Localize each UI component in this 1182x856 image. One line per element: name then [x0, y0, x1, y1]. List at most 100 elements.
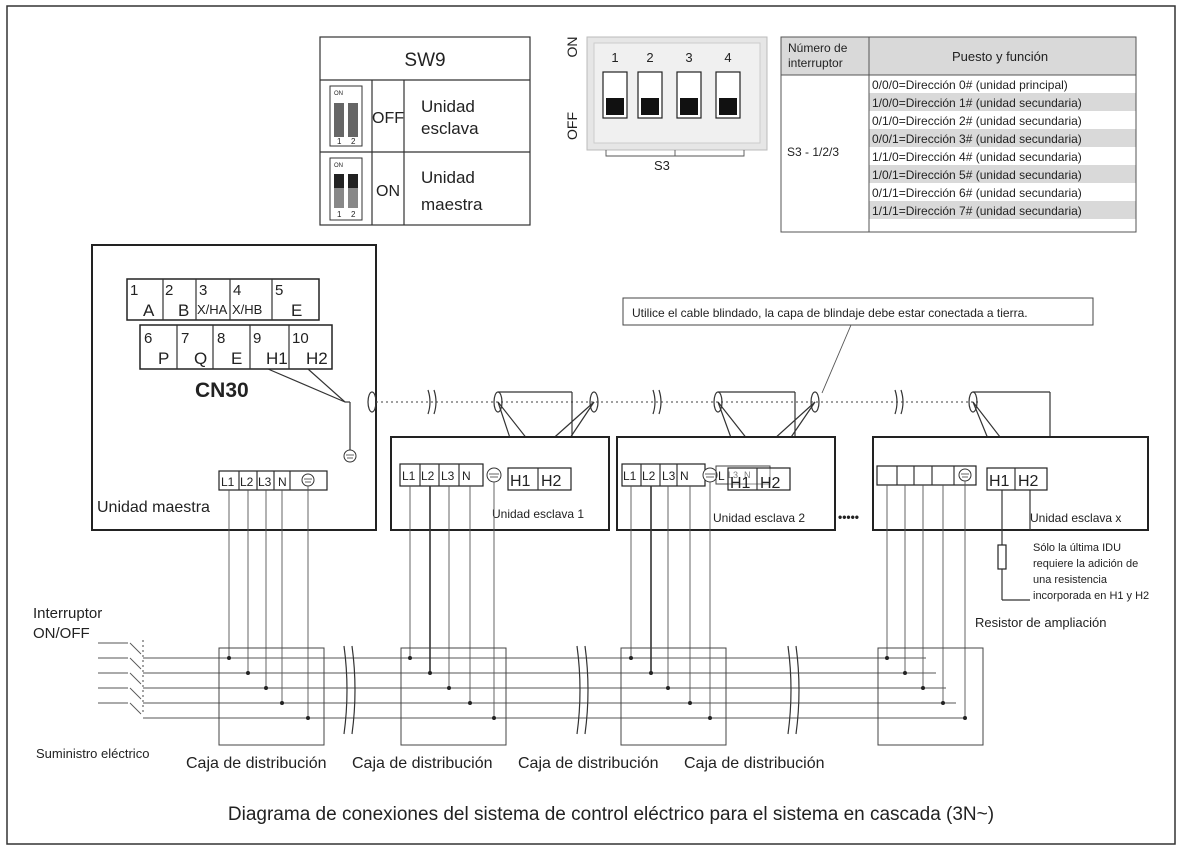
table-row: 0/1/1=Dirección 6# (unidad secundaria)	[872, 186, 1082, 200]
svg-text:2: 2	[351, 137, 356, 146]
svg-text:Q: Q	[194, 349, 207, 368]
svg-text:ON: ON	[334, 91, 343, 97]
distribution-box	[877, 647, 984, 746]
ellipsis-more-units: •••••	[838, 510, 859, 524]
svg-text:N: N	[462, 469, 471, 483]
distribution-box-label: Caja de distribución	[518, 755, 659, 772]
switch-label-line1: Interruptor	[33, 605, 102, 622]
s3-name: S3	[654, 158, 670, 173]
s3-off-label: OFF	[564, 112, 580, 140]
table-row: 1/1/0=Dirección 4# (unidad secundaria)	[872, 150, 1082, 164]
s3-dip-switch: ON OFF 1 2 3 4 S3	[564, 36, 768, 173]
sw9-table: SW9 ON 1 2 OFF Unidad esclava ON 1 2 ON …	[319, 36, 531, 226]
svg-text:9: 9	[253, 330, 261, 347]
svg-text:L3: L3	[728, 470, 738, 480]
table-row: 0/1/0=Dirección 2# (unidad secundaria)	[872, 114, 1082, 128]
svg-text:L1: L1	[221, 475, 235, 489]
svg-text:L3: L3	[662, 469, 676, 483]
slave-unit-1: L1 L2 L3 N H1 H2 Unidad esclava 1	[390, 391, 610, 531]
svg-text:H1: H1	[266, 349, 288, 368]
svg-text:7: 7	[181, 330, 189, 347]
slave-unit-2-label: Unidad esclava 2	[713, 511, 805, 525]
svg-text:3: 3	[199, 282, 207, 299]
sw9-row2-desc-line2: maestra	[421, 195, 483, 214]
svg-text:4: 4	[233, 282, 241, 299]
svg-text:Sólo la última IDU: Sólo la última IDU	[1033, 542, 1121, 554]
sw9-row2-desc-line1: Unidad	[421, 168, 475, 187]
termination-resistor-icon	[997, 490, 1031, 601]
svg-text:B: B	[178, 301, 189, 320]
sw9-title: SW9	[404, 50, 445, 71]
svg-text:E: E	[291, 301, 302, 320]
svg-text:N: N	[744, 470, 751, 480]
outer-frame	[6, 5, 1176, 845]
svg-text:6: 6	[144, 330, 152, 347]
svg-text:2: 2	[165, 282, 173, 299]
svg-text:H1: H1	[510, 473, 531, 490]
svg-text:Utilice el cable blindado, la: Utilice el cable blindado, la capa de bl…	[632, 306, 1028, 320]
cn30-terminal-block: 1 A 2 B 3 X/HA 4 X/HB 5 E 6 P 7 Q 8 E 9 …	[126, 278, 333, 370]
master-unit-label: Unidad maestra	[97, 499, 210, 516]
svg-text:2: 2	[351, 210, 356, 219]
svg-text:10: 10	[292, 330, 309, 347]
function-table: Número de interruptor Puesto y función S…	[780, 36, 1137, 233]
svg-text:4: 4	[724, 50, 731, 65]
s3-switch-3: 3	[676, 50, 702, 119]
switch-icon	[129, 640, 144, 715]
svg-text:una resistencia: una resistencia	[1033, 574, 1108, 586]
distribution-box-label: Caja de distribución	[352, 755, 493, 772]
s3-switch-4: 4	[715, 50, 741, 119]
distribution-box	[218, 647, 325, 746]
svg-text:X/HB: X/HB	[232, 302, 262, 317]
slave-unit-x: H1 H2 Unidad esclava x	[872, 391, 1149, 601]
svg-text:H2: H2	[541, 473, 562, 490]
table-row: 0/0/1=Dirección 3# (unidad secundaria)	[872, 132, 1082, 146]
svg-text:L1: L1	[402, 469, 416, 483]
sw9-row1-desc-line1: Unidad	[421, 97, 475, 116]
s3-on-label: ON	[564, 37, 580, 58]
svg-text:2: 2	[646, 50, 653, 65]
svg-text:H2: H2	[760, 475, 781, 492]
svg-text:5: 5	[275, 282, 283, 299]
master-unit: 1 A 2 B 3 X/HA 4 X/HB 5 E 6 P 7 Q 8 E 9 …	[91, 244, 377, 531]
distribution-box-label: Caja de distribución	[186, 755, 327, 772]
table-header-col2: Puesto y función	[952, 49, 1048, 64]
svg-text:8: 8	[217, 330, 225, 347]
ground-icon	[958, 468, 972, 482]
svg-text:H1: H1	[730, 475, 751, 492]
resistor-label: Resistor de ampliación	[975, 615, 1107, 630]
svg-text:H1: H1	[989, 473, 1010, 490]
diagram-caption: Diagrama de conexiones del sistema de co…	[228, 804, 994, 825]
slave-unit-2: L1 L2 L3 N L L3 N H1 H2 Unidad esclava 2	[616, 391, 836, 531]
svg-text:3: 3	[685, 50, 692, 65]
distribution-box	[620, 647, 727, 746]
s3-switch-2: 2	[637, 50, 663, 119]
ground-icon	[343, 449, 357, 463]
svg-text:incorporada en H1 y H2: incorporada en H1 y H2	[1033, 590, 1149, 602]
svg-text:requiere la adición de: requiere la adición de	[1033, 558, 1138, 570]
svg-text:A: A	[143, 301, 155, 320]
svg-text:1: 1	[130, 282, 138, 299]
svg-text:X/HA: X/HA	[197, 302, 228, 317]
ground-icon	[486, 467, 502, 483]
slave-unit-1-label: Unidad esclava 1	[492, 507, 584, 521]
svg-text:N: N	[680, 469, 689, 483]
sw9-row1-desc-line2: esclava	[421, 119, 479, 138]
svg-text:L2: L2	[642, 469, 656, 483]
svg-text:L2: L2	[421, 469, 435, 483]
switch-label-line2: ON/OFF	[33, 625, 90, 642]
svg-text:P: P	[158, 349, 169, 368]
distribution-box	[400, 647, 507, 746]
svg-text:H2: H2	[306, 349, 328, 368]
sw9-row1-state: OFF	[372, 110, 404, 127]
sw9-row2-state: ON	[376, 183, 400, 200]
svg-text:N: N	[278, 475, 287, 489]
table-row: 0/0/0=Dirección 0# (unidad principal)	[872, 78, 1068, 92]
table-row: 1/0/0=Dirección 1# (unidad secundaria)	[872, 96, 1082, 110]
svg-text:1: 1	[337, 210, 342, 219]
svg-text:L2: L2	[240, 475, 254, 489]
power-distribution	[98, 481, 984, 746]
svg-text:L3: L3	[258, 475, 272, 489]
